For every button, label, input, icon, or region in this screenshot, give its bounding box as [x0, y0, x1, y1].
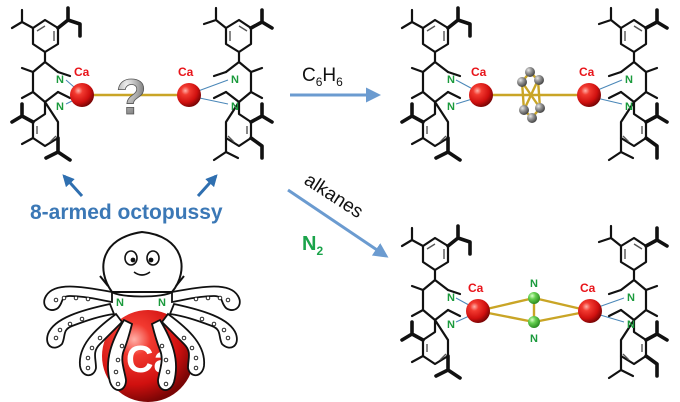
n-label: N [231, 101, 239, 113]
nitrogen-atom [528, 316, 540, 328]
bdi-ligand-right [597, 6, 669, 162]
octopussy-caption: 8-armed octopussy [30, 201, 223, 224]
pointer-arrow [62, 174, 84, 198]
carbon-atom [519, 105, 529, 115]
complex-benzene: Ca Ca N N N N [400, 6, 669, 162]
carbon-atom [525, 67, 535, 77]
n-label: N [56, 101, 64, 113]
dinitrogen-label: N2 [302, 233, 323, 258]
ca-label: Ca [580, 281, 596, 295]
n-label: N [447, 292, 455, 304]
calcium-atom [578, 299, 602, 323]
octopus-suckers [53, 295, 231, 387]
n-label: N [625, 101, 633, 113]
complex-dinitrogen: Ca Ca N N N N N N [400, 224, 669, 380]
pointer-arrow [196, 174, 218, 198]
octopus-head [102, 230, 183, 293]
n-label: N [158, 297, 166, 309]
arrow-alkanes: alkanes N2 [287, 170, 389, 258]
ca-label: Ca [471, 65, 487, 79]
n-label: N [231, 74, 239, 86]
ca-label: Ca [178, 65, 194, 79]
question-mark-icon: ? [116, 69, 147, 125]
calcium-atom [469, 83, 493, 107]
n-label: N [447, 101, 455, 113]
octopus-caption-group: 8-armed octopussy [30, 174, 223, 224]
alkanes-label: alkanes [300, 170, 366, 223]
n-label: N [447, 319, 455, 331]
complex-unknown: Ca Ca N N N N ? [10, 6, 274, 162]
nitrogen-atom [528, 292, 540, 304]
ca-label: Ca [468, 281, 484, 295]
ca-label: Ca [579, 65, 595, 79]
benzene-ring [517, 67, 545, 123]
n-label: N [627, 292, 635, 304]
n-label: N [625, 74, 633, 86]
carbon-atom [535, 103, 545, 113]
n-label: N [530, 333, 538, 345]
benzene-label: C6H6 [302, 65, 343, 89]
ca-label: Ca [74, 65, 90, 79]
octopus-illustration: Ca [43, 230, 241, 402]
carbon-atom [527, 113, 537, 123]
bdi-ligand-left [400, 224, 472, 380]
bdi-ligand-left [10, 6, 82, 162]
n-label: N [447, 74, 455, 86]
calcium-atom [177, 83, 201, 107]
calcium-atom [70, 83, 94, 107]
carbon-atom [517, 77, 527, 87]
reaction-arrow [287, 188, 389, 258]
arrow-benzene: C6H6 [290, 65, 381, 103]
calcium-atom [577, 83, 601, 107]
calcium-atom [466, 299, 490, 323]
bdi-ligand-left [400, 6, 472, 162]
n-label: N [56, 74, 64, 86]
n-label: N [116, 297, 124, 309]
carbon-atom [534, 75, 544, 85]
n-label: N [530, 278, 538, 290]
n-label: N [627, 319, 635, 331]
octopus-arms-right [150, 285, 241, 391]
